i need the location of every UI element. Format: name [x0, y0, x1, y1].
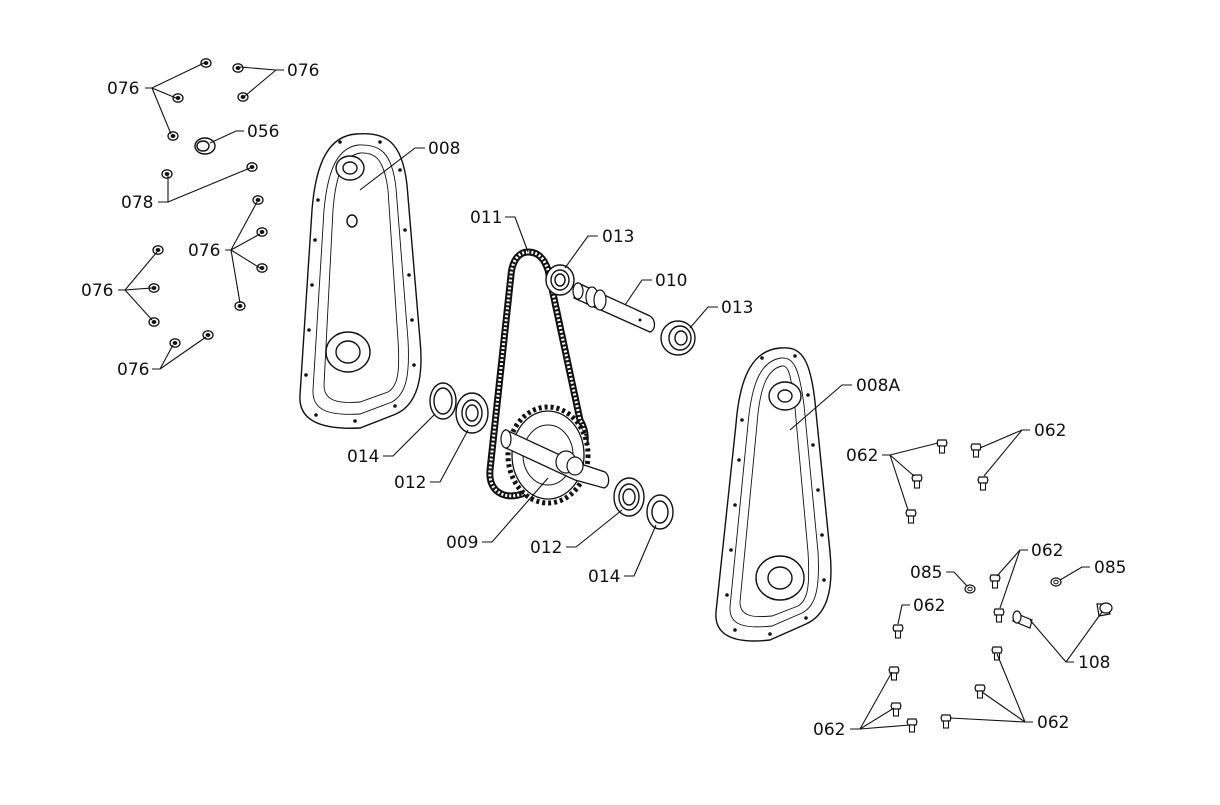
label-062-bottom-left: 062: [813, 720, 845, 740]
label-056: 056: [247, 122, 279, 142]
label-013-lower: 013: [721, 298, 753, 318]
label-009: 009: [446, 533, 478, 553]
label-062-bottom-right: 062: [1037, 713, 1069, 733]
label-108: 108: [1078, 653, 1110, 673]
seal-014-right: [646, 494, 674, 530]
label-062-mid-right: 062: [1034, 421, 1066, 441]
part-labels: 076 076 056 078 076 076 076 008 011 013 …: [81, 61, 1126, 740]
label-014-left: 014: [347, 447, 379, 467]
chain-case-cover-008a: [715, 347, 832, 642]
hardware-washers-085: [964, 577, 1062, 594]
label-062-single: 062: [913, 596, 945, 616]
hardware-bolts-108: [1012, 602, 1113, 629]
bearing-012-right: [613, 477, 645, 517]
label-012-left: 012: [394, 473, 426, 493]
leader-lines: [118, 62, 1103, 730]
label-014-right: 014: [588, 567, 620, 587]
label-008: 008: [428, 139, 460, 159]
bearing-013-lower: [660, 320, 696, 356]
label-078: 078: [121, 193, 153, 213]
label-076-middle: 076: [188, 241, 220, 261]
label-012-right: 012: [530, 538, 562, 558]
label-076-top-left: 076: [107, 79, 139, 99]
hardware-bolts-062: [888, 439, 1005, 733]
bearing-013-upper: [545, 264, 575, 296]
label-085-left: 085: [910, 563, 942, 583]
sprocket-009: [500, 404, 610, 506]
label-008a: 008A: [856, 376, 900, 396]
label-010: 010: [655, 271, 687, 291]
plug-056: [194, 137, 216, 155]
label-076-left: 076: [81, 281, 113, 301]
label-076-bottom: 076: [117, 360, 149, 380]
chain-case-cover-008: [299, 133, 422, 429]
hardware-nuts-076: [148, 58, 268, 348]
seal-014-left: [429, 382, 457, 420]
shaft-010: [572, 282, 656, 333]
label-062-mid-left: 062: [846, 446, 878, 466]
label-085-right: 085: [1094, 558, 1126, 578]
label-013-upper: 013: [602, 227, 634, 247]
bearing-012-left: [455, 392, 489, 434]
label-062-lower: 062: [1031, 541, 1063, 561]
label-076-top-right: 076: [287, 61, 319, 81]
label-011: 011: [470, 208, 502, 228]
